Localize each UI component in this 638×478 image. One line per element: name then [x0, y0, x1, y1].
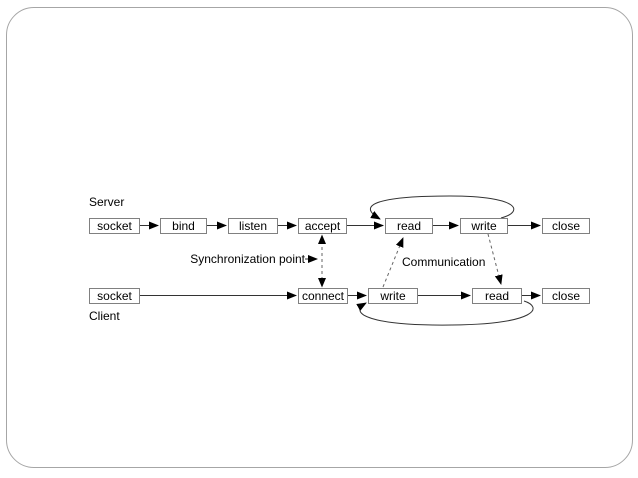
comm-server-write-to-client-read: [487, 233, 503, 285]
client-write-read-loop-arc: [356, 300, 534, 326]
node-server-accept: accept: [298, 218, 347, 234]
node-server-listen: listen: [228, 218, 278, 234]
sync-point-label: Synchronization point: [190, 252, 305, 266]
node-client-connect: connect: [298, 288, 348, 304]
node-server-bind: bind: [160, 218, 207, 234]
node-client-read: read: [472, 288, 522, 304]
server-read-write-loop-arc: [369, 195, 515, 220]
server-row-label: Server: [89, 195, 125, 209]
node-server-close: close: [542, 218, 590, 234]
slide: [6, 7, 633, 468]
node-client-close: close: [542, 288, 590, 304]
comm-client-write-to-server-read: [382, 237, 404, 288]
node-server-write: write: [460, 218, 508, 234]
client-row-label: Client: [89, 309, 120, 323]
node-server-socket: socket: [89, 218, 140, 234]
sync-arrowhead-down: [318, 278, 326, 288]
node-client-write: write: [368, 288, 418, 304]
node-server-read: read: [385, 218, 433, 234]
communication-label: Communication: [402, 255, 486, 269]
sync-arrowhead-up: [318, 234, 326, 244]
node-client-socket: socket: [89, 288, 140, 304]
